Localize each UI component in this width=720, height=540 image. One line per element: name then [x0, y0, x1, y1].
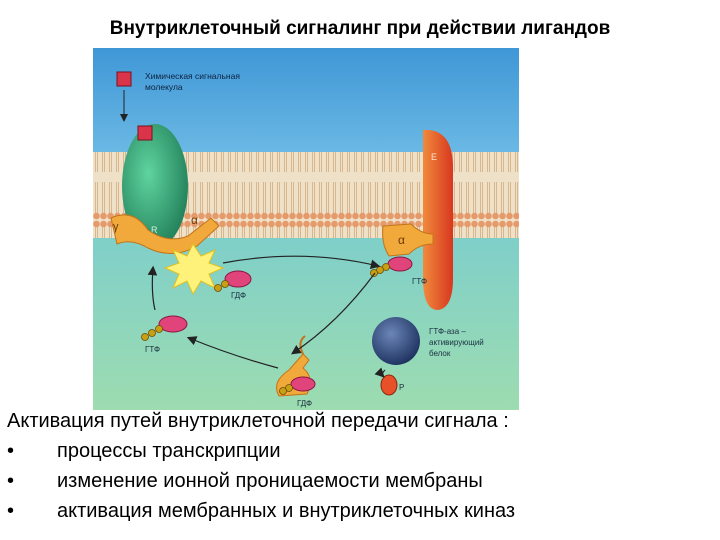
alpha-label-1: α: [191, 213, 198, 227]
bullet: •: [7, 440, 15, 462]
gtp-bound-effector: [387, 256, 413, 272]
gtp-molecule: [158, 315, 188, 333]
page-title: Внутриклеточный сигналинг при действии л…: [109, 18, 611, 39]
gap-label-2: активирующий: [429, 338, 484, 347]
list-item: • активация мембранных и внутриклеточных…: [7, 496, 713, 526]
receptor-label: R: [151, 225, 158, 235]
activation-burst: [163, 243, 225, 296]
text-block: Активация путей внутриклеточной передачи…: [7, 406, 713, 526]
gdp-label: ГДФ: [231, 291, 246, 300]
receptor-shape: [122, 124, 188, 248]
ligand-label-1: Химическая сигнальная: [145, 71, 240, 81]
gtp-label-1: ГТФ: [412, 277, 427, 286]
arrow-to-effector: [222, 255, 381, 269]
gdp-bound-inactive: [290, 376, 316, 392]
effector-label: E: [431, 152, 437, 162]
arrow-gtp-exchange: [186, 336, 279, 369]
pi-label: Р: [399, 383, 404, 392]
gdp-label-2: ГДФ: [297, 399, 312, 408]
gtp-label-2: ГТФ: [145, 345, 160, 354]
gap-protein: [372, 317, 420, 365]
arrow-to-pi: [374, 367, 386, 378]
signaling-diagram: Химическая сигнальная молекула R α γ E α…: [93, 48, 519, 410]
gap-label-1: ГТФ-аза –: [429, 327, 466, 336]
gamma-label-1: γ: [113, 221, 119, 233]
list-item: • процессы транскрипции: [7, 436, 713, 466]
list-item: • изменение ионной проницаемости мембран…: [7, 466, 713, 496]
gdp-molecule: [224, 270, 252, 288]
list-item-text: процессы транскрипции: [57, 440, 281, 462]
alpha-label-2: α: [398, 233, 405, 247]
list-item-text: изменение ионной проницаемости мембраны: [57, 470, 483, 492]
phosphate: [380, 374, 398, 396]
bullet: •: [7, 470, 15, 492]
bound-ligand-icon: [137, 125, 153, 141]
gap-label-3: белок: [429, 349, 451, 358]
arrow-hydrolysis: [291, 272, 376, 355]
arrow-to-receptor: [147, 265, 158, 311]
g-protein-active: [110, 214, 220, 254]
effector-shape: [423, 129, 453, 310]
bullet: •: [7, 500, 15, 522]
list-item-text: активация мембранных и внутриклеточных к…: [57, 500, 516, 522]
g-alpha-effector: [382, 223, 434, 257]
ligand-icon: [116, 71, 132, 87]
activation-heading: Активация путей внутриклеточной передачи…: [7, 410, 509, 432]
ligand-label-2: молекула: [145, 82, 183, 92]
